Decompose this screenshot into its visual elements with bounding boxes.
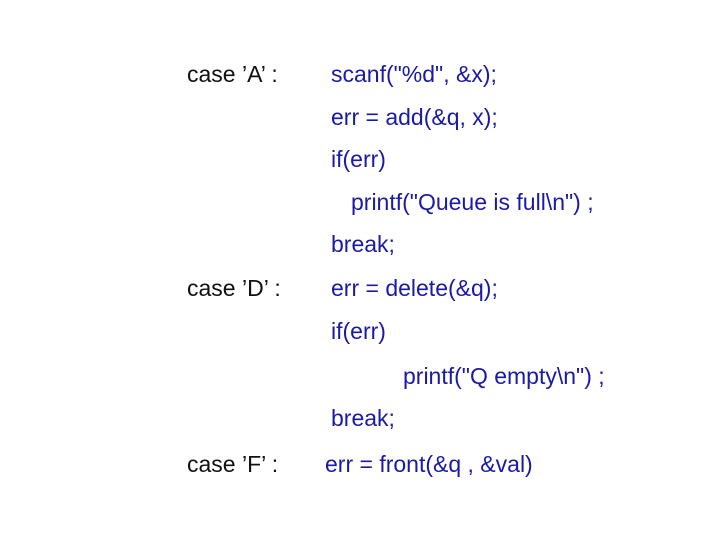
code-line: printf("Queue is full\n") ; <box>351 189 594 215</box>
code-line: scanf("%d", &x); <box>331 61 497 87</box>
code-line: break; <box>331 231 395 257</box>
case-label-a: case ’A’ : <box>187 61 278 87</box>
code-line: err = add(&q, x); <box>331 104 498 130</box>
code-line: break; <box>331 405 395 431</box>
code-line: if(err) <box>331 318 386 344</box>
code-line: printf("Q empty\n") ; <box>403 363 605 389</box>
code-line: err = delete(&q); <box>331 275 498 301</box>
code-line: err = front(&q , &val) <box>325 451 533 477</box>
code-line: if(err) <box>331 146 386 172</box>
case-label-f: case ’F’ : <box>187 451 279 477</box>
case-label-d: case ’D’ : <box>187 275 281 301</box>
